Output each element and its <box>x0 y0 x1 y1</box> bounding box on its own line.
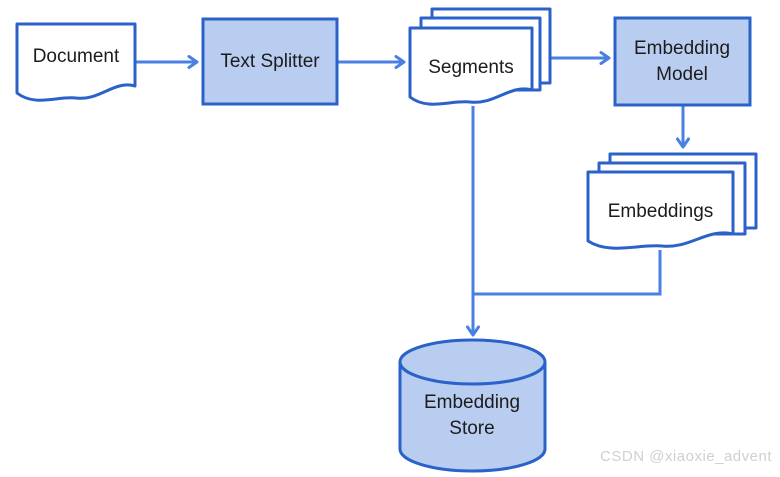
embedding-store-cylinder-top <box>398 338 547 386</box>
edge-embeddings-to-junction <box>473 250 662 296</box>
embeddings-stack-front-sheet <box>586 170 735 250</box>
text-splitter-node-shape <box>201 17 339 106</box>
embedding-store-cylinder-body <box>398 362 547 473</box>
segments-node-shape <box>408 7 552 106</box>
embedding-model-node-shape <box>613 16 752 107</box>
csdn-watermark: CSDN @xiaoxie_advent <box>600 448 772 465</box>
embedding-store-node-shape <box>398 338 547 473</box>
document-node-shape <box>15 22 137 102</box>
segments-stack-front-sheet <box>408 26 534 106</box>
embeddings-node-shape <box>586 152 758 250</box>
